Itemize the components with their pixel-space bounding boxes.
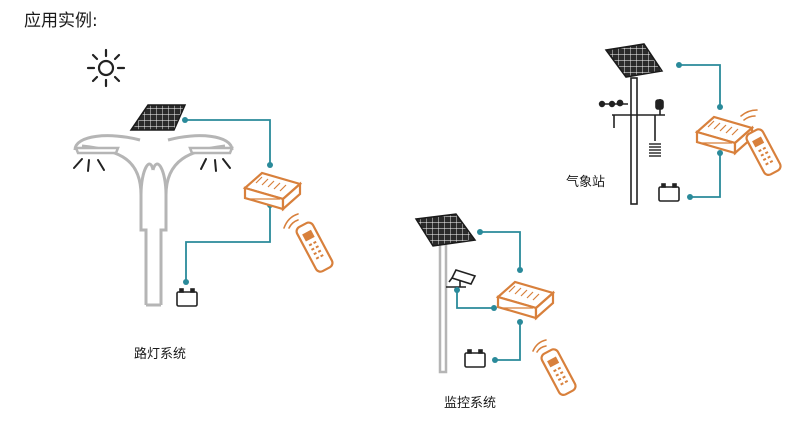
wiring [679,64,721,198]
street-light-caption: 路灯系统 [134,347,187,362]
remote-control-icon [745,128,782,176]
light-rays-icon [73,158,231,172]
weather-pole-icon [630,77,638,205]
charge-controller-icon [495,280,556,321]
weather-station-system [598,43,782,205]
wiring [185,119,271,282]
remote-control-icon [295,221,334,273]
weather-station-caption: 气象站 [566,175,606,190]
solar-panel-icon [414,213,477,247]
lamp-head-left [74,146,120,155]
monitoring-system [414,213,577,396]
signal-icon [532,339,547,353]
charge-controller-icon [694,115,755,156]
weather-sensor-icon [598,99,665,157]
camera-icon [446,269,477,288]
wiring [456,231,521,361]
solar-panel-icon [604,43,664,78]
sun-icon [86,48,126,88]
charge-controller-icon [242,171,303,212]
signal-icon [740,109,758,121]
monitor-pole-icon [438,242,448,374]
lamp-head-right [188,146,234,155]
signal-icon [283,213,299,229]
page-heading: 应用实例: [24,11,98,31]
monitoring-caption: 监控系统 [444,396,497,411]
battery-icon [176,288,198,307]
battery-icon [464,349,486,368]
battery-icon [658,183,680,202]
remote-control-icon [540,348,577,396]
street-light-system [73,48,334,307]
solar-panel-icon [129,104,187,131]
